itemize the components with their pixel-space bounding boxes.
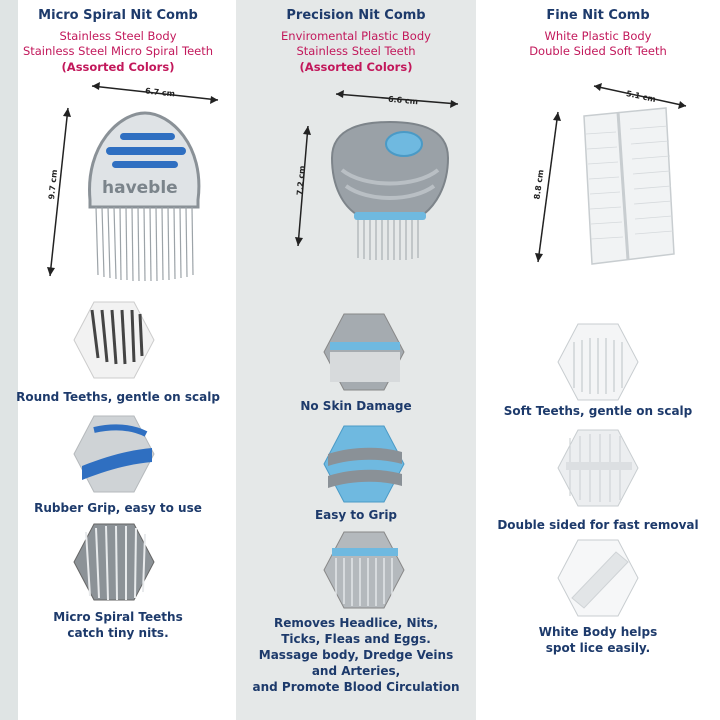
column-spec-3: (Assorted Colors) [61, 60, 175, 74]
hex-soft-teeth-image [557, 323, 639, 401]
column-precision: Precision Nit Comb Enviromental Plastic … [236, 0, 476, 720]
feature-easy-grip: Easy to Grip [314, 508, 398, 522]
feature-double-sided: Double sided for fast removal [497, 518, 699, 532]
column-spec-1: White Plastic Body [544, 29, 652, 43]
feature-spiral-teeth-2: catch tiny nits. [67, 626, 169, 640]
column-spec-2: Stainless Steel Micro Spiral Teeth [22, 44, 214, 58]
brand-logo: haveble [102, 178, 178, 198]
feature-round-teeth: Round Teeths, gentle on scalp [16, 390, 220, 404]
hex-no-skin-damage-image [323, 313, 405, 391]
column-spec-1: Stainless Steel Body [59, 29, 177, 43]
column-spec-1: Enviromental Plastic Body [281, 29, 431, 43]
feature-massage-3: and Promote Blood Circulation [252, 680, 460, 694]
column-title: Precision Nit Comb [286, 8, 426, 23]
feature-removes-lice-1: Removes Headlice, Nits, [273, 616, 439, 630]
column-title: Micro Spiral Nit Comb [38, 8, 198, 23]
feature-soft-teeth: Soft Teeths, gentle on scalp [503, 404, 693, 418]
feature-spiral-teeth: Micro Spiral Teeths [53, 610, 183, 624]
hex-rubber-grip-image [73, 415, 155, 493]
feature-massage-1: Massage body, Dredge Veins [258, 648, 454, 662]
feature-white-body-1: White Body helps [538, 625, 658, 639]
precision-comb-image [330, 120, 450, 260]
feature-no-skin-damage: No Skin Damage [300, 399, 412, 413]
hex-spiral-teeth-image [73, 523, 155, 601]
feature-white-body-2: spot lice easily. [545, 641, 651, 655]
column-title: Fine Nit Comb [546, 8, 650, 23]
fine-comb-image [583, 107, 675, 265]
hex-easy-grip-image [323, 425, 405, 503]
column-micro-spiral: Micro Spiral Nit Comb Stainless Steel Bo… [0, 0, 236, 720]
dimension-arrow-icon [47, 82, 219, 277]
feature-removes-lice-2: Ticks, Fleas and Eggs. [281, 632, 431, 646]
hex-white-body-image [557, 539, 639, 617]
hex-round-teeth-image [73, 301, 155, 379]
column-fine: Fine Nit Comb White Plastic Body Double … [476, 0, 720, 720]
hex-double-sided-image [557, 429, 639, 507]
hex-teeth-detail-image [323, 531, 405, 609]
column-spec-2: Double Sided Soft Teeth [529, 44, 667, 58]
dimension-arrow-icon [535, 83, 687, 263]
feature-rubber-grip: Rubber Grip, easy to use [34, 501, 202, 515]
micro-spiral-comb-image: haveble [88, 111, 201, 282]
column-spec-3: (Assorted Colors) [299, 60, 413, 74]
feature-massage-2: and Arteries, [311, 664, 401, 678]
column-spec-2: Stainless Steel Teeth [296, 44, 416, 58]
dimension-arrow-icon [295, 90, 459, 247]
